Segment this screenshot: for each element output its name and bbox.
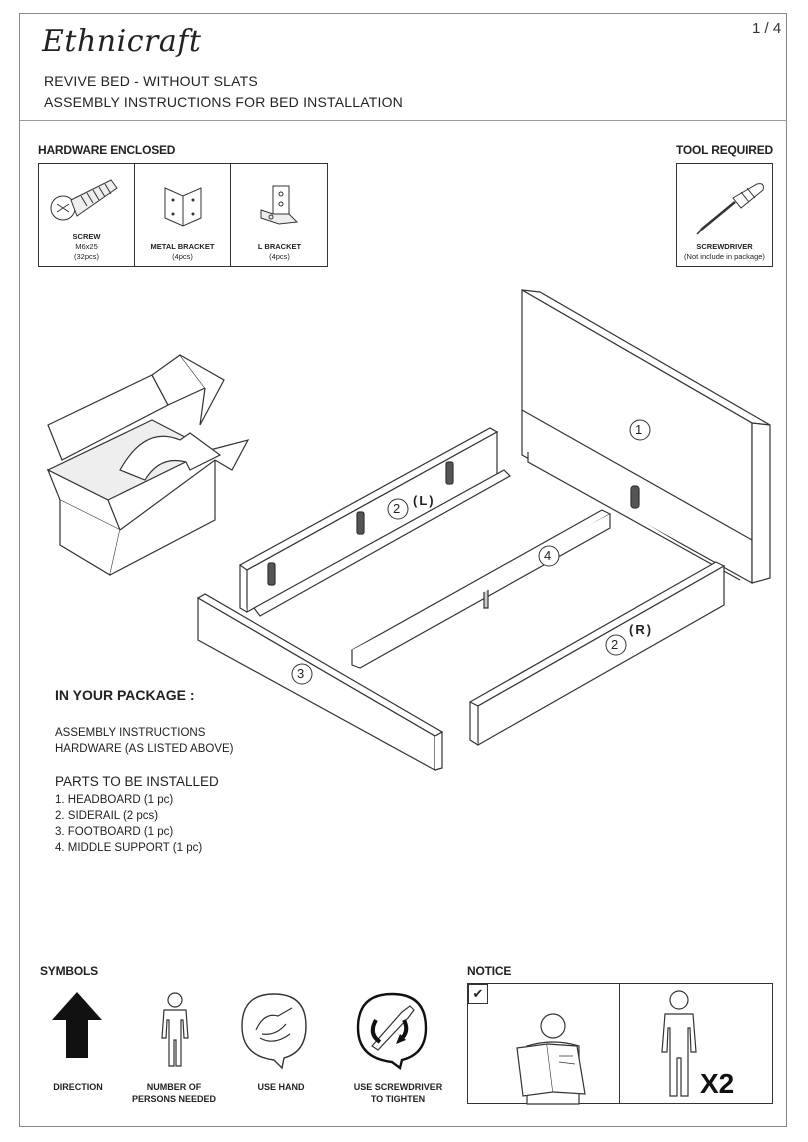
siderail-left-illustration [238, 427, 511, 617]
siderail-left-side: (L) [413, 493, 436, 508]
persons-multiplier: X2 [700, 1068, 735, 1099]
footboard-number: 3 [297, 666, 305, 681]
page-number: 1 / 4 [752, 20, 782, 37]
screwdriver-icon [696, 183, 764, 235]
symbol-persons-label: NUMBER OF PERSONS NEEDED [131, 1082, 217, 1104]
tool-heading: TOOL REQUIRED [676, 143, 773, 157]
l-bracket-qty: (4pcs) [269, 252, 290, 261]
package-heading: IN YOUR PACKAGE : [55, 687, 195, 703]
hand-icon [241, 993, 307, 1070]
metal-bracket-name: METAL BRACKET [150, 242, 215, 251]
parts-item: 3. FOOTBOARD (1 pc) [55, 826, 174, 838]
footboard-illustration [196, 593, 444, 772]
checkmark-icon: ✔ [468, 984, 488, 1004]
tool-name: SCREWDRIVER [696, 242, 753, 251]
l-bracket-name: L BRACKET [257, 242, 302, 251]
person-icon-notice [661, 990, 697, 1097]
siderail-right-illustration [468, 561, 726, 747]
symbol-screwdriver-label: USE SCREWDRIVER TO TIGHTEN [353, 1082, 443, 1104]
parts-list: 1. HEADBOARD (1 pc) 2. SIDERAIL (2 pcs) … [55, 792, 202, 856]
parts-heading: PARTS TO BE INSTALLED [55, 774, 219, 789]
package-item: ASSEMBLY INSTRUCTIONS [55, 727, 206, 739]
package-list: ASSEMBLY INSTRUCTIONS HARDWARE (AS LISTE… [55, 725, 234, 757]
package-item: HARDWARE (AS LISTED ABOVE) [55, 743, 234, 755]
screw-icon [50, 179, 118, 221]
screwdriver-tighten-icon [356, 992, 428, 1071]
metal-bracket-qty: (4pcs) [172, 252, 193, 261]
brand-logo: Ethnicraft [42, 24, 202, 59]
person-reading-instructions-icon [516, 1013, 586, 1105]
symbols-heading: SYMBOLS [40, 964, 98, 978]
package-box-illustration [46, 354, 250, 576]
hardware-table: SCREW M6x25 (32pcs) METAL BRACKET (4pcs)… [38, 163, 328, 267]
siderail-left-number: 2 [393, 501, 401, 516]
symbol-hand-label: USE HAND [257, 1082, 305, 1092]
siderail-right-number: 2 [611, 637, 619, 652]
doc-title: REVIVE BED - WITHOUT SLATS [44, 73, 258, 89]
l-bracket-icon [260, 185, 299, 225]
headboard-number: 1 [635, 422, 643, 437]
parts-item: 2. SIDERAIL (2 pcs) [55, 810, 159, 822]
page-frame [19, 13, 787, 1127]
person-icon [161, 992, 189, 1067]
parts-item: 1. HEADBOARD (1 pc) [55, 794, 174, 806]
header-divider [20, 120, 787, 121]
notice-box: ✔ X2 [467, 983, 773, 1105]
metal-bracket-icon [164, 187, 202, 227]
tool-box: SCREWDRIVER (Not include in package) [676, 163, 773, 267]
screw-qty: (32pcs) [73, 252, 99, 261]
hardware-heading: HARDWARE ENCLOSED [38, 143, 176, 157]
doc-subtitle: ASSEMBLY INSTRUCTIONS FOR BED INSTALLATI… [44, 94, 403, 110]
notice-heading: NOTICE [467, 964, 512, 978]
direction-arrow-icon [52, 992, 102, 1058]
parts-item: 4. MIDDLE SUPPORT (1 pc) [55, 842, 203, 854]
screw-spec: M6x25 [75, 242, 98, 251]
siderail-right-side: (R) [629, 622, 654, 637]
middle-support-number: 4 [544, 548, 552, 563]
screw-name: SCREW [72, 232, 101, 241]
symbol-direction-label: DIRECTION [53, 1082, 103, 1092]
tool-note: (Not include in package) [684, 252, 765, 261]
